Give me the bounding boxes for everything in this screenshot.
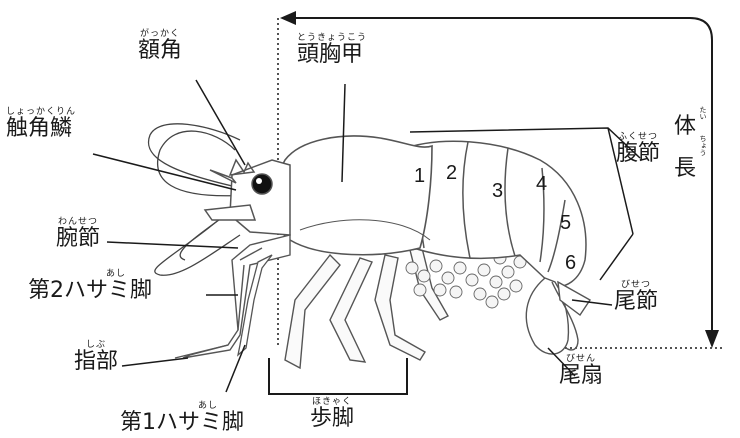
segment-number-6: 6 [565, 252, 576, 275]
label-telson-text: 尾節 [614, 291, 658, 313]
label-telson: びせつ 尾節 [614, 281, 658, 313]
segment-number-2: 2 [446, 162, 457, 185]
label-second-cheliped-text: 第2ハサミ脚 [28, 280, 152, 302]
label-first-cheliped-text: 第1ハサミ脚 [120, 412, 244, 434]
label-rostrum: がっかく 額角 [138, 30, 182, 62]
label-abdominal-segment-text: 腹節 [616, 143, 660, 165]
walking-legs [285, 248, 448, 368]
label-second-cheliped: あし 第2ハサミ脚 [28, 270, 152, 302]
tail-fan [526, 278, 590, 354]
segment-number-1: 1 [414, 165, 425, 188]
segment-number-3: 3 [492, 180, 503, 203]
body-length-ruby-2: ちょう [698, 135, 708, 156]
label-carapace: とうきょうこう 頭胸甲 [297, 34, 367, 66]
segment-number-5: 5 [560, 212, 571, 235]
eye [252, 174, 272, 194]
label-first-cheliped: あし 第1ハサミ脚 [120, 402, 244, 434]
label-walking-legs-text: 歩脚 [310, 408, 354, 430]
body-length-char-1: 体 [674, 108, 696, 140]
label-rostrum-text: 額角 [138, 40, 182, 62]
label-antennal-scale-text: 触角鱗 [6, 118, 76, 140]
label-carapace-text: 頭胸甲 [297, 44, 367, 66]
second-chelipeds [175, 235, 290, 358]
label-walking-legs: ほきゃく 歩脚 [310, 398, 354, 430]
label-antennal-scale: しょっかくりん 触角鱗 [6, 108, 76, 140]
label-carpus: わんせつ 腕節 [56, 218, 100, 250]
label-dactylus: しぶ 指部 [74, 341, 118, 373]
label-tail-fan-text: 尾扇 [559, 365, 603, 387]
label-carpus-text: 腕節 [56, 228, 100, 250]
body-length-ruby-1: たい [698, 106, 708, 120]
segment-number-4: 4 [536, 173, 547, 196]
label-tail-fan: びせん 尾扇 [559, 355, 603, 387]
body-length-char-2: 長 [674, 150, 696, 182]
carapace [271, 136, 432, 255]
label-dactylus-text: 指部 [74, 351, 118, 373]
label-abdominal-segment: ふくせつ 腹節 [616, 133, 660, 165]
head [205, 160, 290, 235]
